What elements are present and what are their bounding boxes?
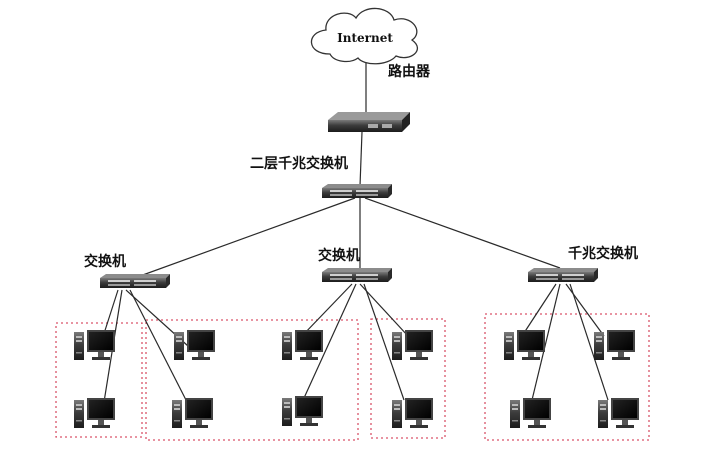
desktop-computer-icon bbox=[282, 330, 323, 360]
router-label: 路由器 bbox=[388, 63, 431, 80]
internet-cloud: Internet bbox=[310, 7, 419, 65]
switch-middle-label: 交换机 bbox=[318, 247, 360, 264]
desktop-computer-icon bbox=[282, 396, 323, 426]
computers bbox=[74, 330, 639, 428]
switch-middle: 交换机 bbox=[318, 247, 392, 282]
group-box-right bbox=[484, 313, 650, 441]
switch-left: 交换机 bbox=[84, 253, 170, 288]
desktop-computer-icon bbox=[74, 330, 115, 360]
desktop-computer-icon bbox=[504, 330, 545, 360]
router-icon bbox=[328, 112, 410, 132]
group-box-middle bbox=[145, 319, 359, 441]
desktop-computer-icon bbox=[392, 398, 433, 428]
core-switch: 二层千兆交换机 bbox=[250, 155, 392, 198]
internet-label: Internet bbox=[337, 31, 393, 45]
cloud-icon bbox=[310, 7, 419, 65]
desktop-computer-icon bbox=[598, 398, 639, 428]
desktop-computer-icon bbox=[392, 330, 433, 360]
router: 路由器 bbox=[328, 63, 431, 132]
connection-lines bbox=[99, 58, 609, 403]
switch-icon bbox=[528, 268, 598, 282]
switch-left-label: 交换机 bbox=[84, 253, 126, 270]
desktop-computer-icon bbox=[174, 330, 215, 360]
desktop-computer-icon bbox=[510, 398, 551, 428]
desktop-computer-icon bbox=[172, 398, 213, 428]
switch-icon bbox=[100, 274, 170, 288]
switch-icon bbox=[322, 184, 392, 198]
switch-right-label: 千兆交换机 bbox=[568, 245, 638, 262]
switch-right: 千兆交换机 bbox=[528, 245, 638, 282]
desktop-computer-icon bbox=[594, 330, 635, 360]
desktop-computer-icon bbox=[74, 398, 115, 428]
switch-icon bbox=[322, 268, 392, 282]
group-box-middle-right bbox=[370, 318, 446, 439]
core-switch-label: 二层千兆交换机 bbox=[250, 155, 348, 172]
